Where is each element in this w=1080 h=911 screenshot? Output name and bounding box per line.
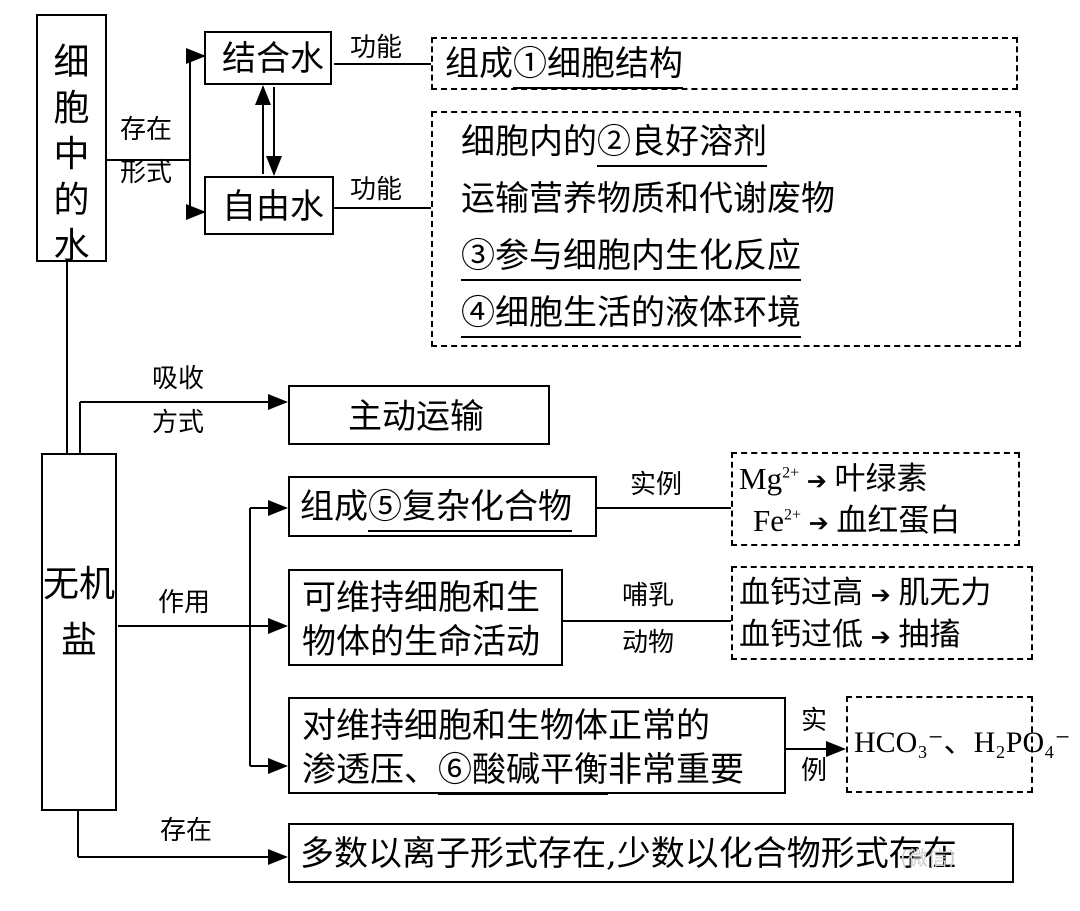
free-func-item-1: 细胞内的②良好溶剂 [461,122,767,167]
absorb-mode-text: 主动运输 [348,397,484,437]
bound-water-box: 结合水 [204,31,332,85]
salt-title: 无机盐 [43,564,116,661]
role3-example-text: HCO₃⁻、H₂PO₄⁻ [854,726,1071,759]
role-label: 作用 [158,588,211,618]
absorb-mode-box: 主动运输 [288,385,550,445]
exist-text: 多数以离子形式存在,少数以化合物形式存在 [300,834,957,874]
free-func-item-4: ④细胞生活的液体环境 [461,293,801,338]
role1-example-box: Mg2+ ➔ 叶绿素 Fe2+ ➔ 血红蛋白 [731,452,1020,546]
bound-func-label: 功能 [350,33,403,63]
role3-line-2: 渗透压、⑥酸碱平衡非常重要 [302,750,744,795]
free-func-box: 细胞内的②良好溶剂 运输营养物质和代谢废物 ③参与细胞内生化反应 ④细胞生活的液… [431,111,1021,347]
role3-box: 对维持细胞和生物体正常的 渗透压、⑥酸碱平衡非常重要 [288,697,786,795]
free-func-item-3: ③参与细胞内生化反应 [461,236,801,281]
role1-example-2: Fe2+ ➔ 血红蛋白 [753,503,961,539]
absorb-label-2: 方式 [152,408,205,438]
watermark: (微信) [900,846,956,870]
role2-box: 可维持细胞和生 物体的生命活动 [288,569,563,666]
water-title-box: 细胞中的水 [36,14,107,267]
exist-label: 存在 [160,816,213,846]
role1-box: 组成⑤复杂化合物 [288,476,597,537]
bound-func-box: 组成①细胞结构 [431,37,1018,90]
bound-func-text: 组成①细胞结构 [445,44,683,89]
water-title: 细胞中的水 [53,42,90,267]
bound-water-label: 结合水 [222,39,324,79]
role3-example-label-2: 例 [801,756,828,786]
role2-example-label-2: 动物 [622,628,675,658]
role1-text: 组成⑤复杂化合物 [300,487,572,532]
absorb-label-1: 吸收 [152,364,205,394]
free-func-label: 功能 [350,175,403,205]
water-form-label-1: 存在 [120,115,173,145]
free-func-item-2: 运输营养物质和代谢废物 [461,179,835,219]
salt-title-box: 无机盐 [41,453,117,811]
water-form-label-2: 形式 [120,158,173,188]
role1-example-1: Mg2+ ➔ 叶绿素 [739,461,928,497]
free-water-box: 自由水 [204,176,334,235]
role3-example-label-1: 实 [801,706,828,736]
role3-line-1: 对维持细胞和生物体正常的 [302,706,710,746]
role2-line-2: 物体的生命活动 [302,622,540,662]
free-water-label: 自由水 [222,187,324,227]
role2-example-label-1: 哺乳 [622,581,675,611]
exist-box: 多数以离子形式存在,少数以化合物形式存在 [288,823,1014,883]
role2-example-1: 血钙过高 ➔ 肌无力 [739,575,992,611]
role1-example-label: 实例 [630,470,683,500]
role3-example-box: HCO₃⁻、H₂PO₄⁻ [846,696,1070,793]
role2-example-box: 血钙过高 ➔ 肌无力 血钙过低 ➔ 抽搐 [731,566,1033,660]
role2-line-1: 可维持细胞和生 [302,578,540,618]
role2-example-2: 血钙过低 ➔ 抽搐 [739,617,961,653]
